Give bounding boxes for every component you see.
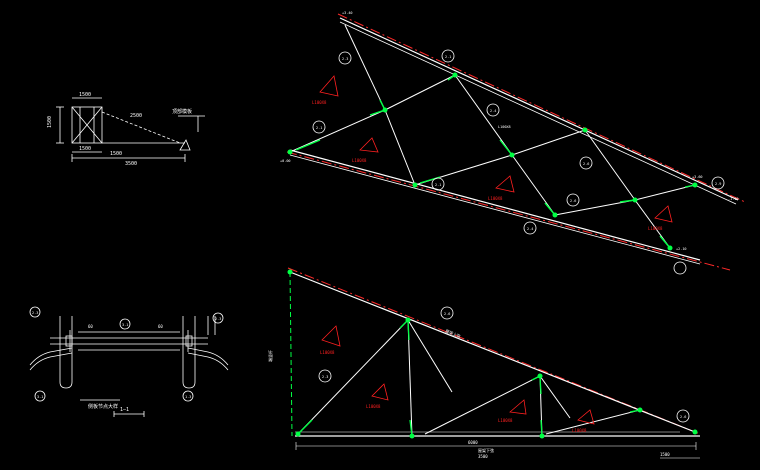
lower-top-label: 屋架上弦 (445, 327, 462, 339)
upper-bubble-label: 2.6 (583, 162, 589, 166)
key-dim-2: 1500 (47, 116, 53, 128)
upper-elev: +0.00 (280, 159, 291, 163)
lower-bubble-label: 2.6 (444, 312, 450, 316)
lower-dim: 3500 (478, 454, 488, 459)
upper-elev: +3.40 (342, 11, 353, 15)
lower-bubble (676, 409, 690, 423)
section-bubble-2 (119, 318, 131, 330)
section-bubble-4 (34, 390, 46, 402)
upper-callout-text: L100X8 (648, 226, 663, 231)
section-dim-1: 60 (88, 324, 93, 329)
section-bubble-4-label: 3.1 (37, 395, 43, 399)
lower-web (545, 409, 641, 435)
section-bubble-1-label: 2.3 (32, 311, 38, 315)
upper-bubble (312, 120, 326, 134)
upper-web (554, 199, 636, 216)
section-bubble-5 (182, 390, 194, 402)
upper-web (384, 74, 456, 111)
lower-web (297, 319, 409, 435)
lower-web (424, 375, 541, 435)
lower-bottom-label: 屋架下弦 (478, 447, 494, 453)
key-dim-5: 1500 (110, 151, 122, 157)
lower-side-label: 端竖杆 (267, 350, 273, 362)
upper-bubble-label: 2.3 (342, 57, 348, 61)
upper-callout-tri (654, 205, 673, 223)
upper-callout-text: L100X8 (312, 100, 327, 105)
lower-dim: 1500 (660, 452, 670, 457)
section-mark: 1—1 (120, 407, 129, 413)
lower-bubble-label: 2.6 (680, 415, 686, 419)
lower-bubble (440, 306, 454, 320)
upper-web (454, 74, 513, 156)
lower-callout-text: L100X8 (320, 350, 335, 355)
lower-callout-tri (371, 383, 389, 401)
truss-upper: 2.3 2.1 2.1 2.4 2.1 2.6 2.6 2.4 2.9 L100… (280, 11, 746, 275)
upper-bubble (441, 49, 455, 63)
section-bubble-3-label: 2.3 (215, 317, 221, 321)
section-title: 侧板节点大样 (88, 403, 118, 410)
key-plan-box (71, 106, 103, 144)
lower-end-post (289, 271, 293, 437)
key-dim-6: 3500 (125, 161, 137, 167)
section-bubble-1 (29, 306, 41, 318)
lower-callout-tri (321, 325, 341, 347)
lower-callout-tri (509, 399, 527, 415)
upper-bubble (523, 221, 537, 235)
upper-bubble (338, 51, 352, 65)
upper-bubble-label: 2.6 (570, 199, 576, 203)
upper-top-chord (339, 17, 739, 201)
key-dim-1: 1500 (79, 92, 91, 98)
lower-callout-tri (577, 409, 595, 425)
upper-bubble (431, 177, 445, 191)
upper-bubble (566, 193, 580, 207)
upper-bubble-label: 2.9 (715, 182, 721, 186)
upper-web (511, 129, 586, 156)
section-bubble-5-label: 1.3 (185, 395, 191, 399)
upper-callout-text: L100X8 (352, 158, 367, 163)
section-dim-2: 60 (158, 324, 163, 329)
lower-web (539, 375, 571, 419)
lower-dim: 6000 (468, 440, 478, 445)
lower-callout-text: L100X8 (498, 418, 513, 423)
upper-web (384, 109, 416, 186)
lower-bubble (318, 369, 332, 383)
lower-web (407, 319, 453, 393)
upper-bubble-label: 2.1 (316, 126, 322, 130)
key-dim-3: 1500 (79, 146, 91, 152)
upper-elev: +2.10 (676, 247, 687, 251)
lower-bubble-label: 2.3 (322, 375, 328, 379)
key-plan: 1500 1500 1500 2500 1500 3500 顶部模板 (47, 92, 205, 167)
upper-member-note: L100X8 (498, 125, 511, 129)
upper-bubble (673, 261, 687, 275)
upper-web (289, 109, 386, 153)
upper-elev: -1.10 (728, 197, 739, 201)
upper-callout-text: L100X8 (488, 196, 503, 201)
lower-callout-text: L100X8 (366, 404, 381, 409)
upper-bubble (711, 176, 725, 190)
upper-bubble-label: 2.4 (490, 109, 496, 113)
upper-web (634, 184, 696, 201)
lower-top-chord (289, 271, 696, 433)
upper-callout-tri (359, 137, 379, 153)
upper-bubble (579, 156, 593, 170)
section-detail: 2.3 3.1 2.3 3.1 1.3 侧板节点大样 1—1 60 60 (29, 306, 229, 417)
key-dim-4: 2500 (130, 113, 142, 119)
upper-callout-tri (495, 175, 515, 193)
lower-callout-text: L100X8 (572, 428, 587, 433)
upper-callout-tri (319, 75, 339, 97)
upper-web (344, 24, 386, 111)
section-bubble-3 (212, 312, 224, 324)
key-note: 顶部模板 (172, 108, 192, 115)
upper-web (584, 129, 636, 201)
upper-bubble (486, 103, 500, 117)
upper-web (511, 154, 556, 216)
truss-lower: 2.6 2.3 2.6 L100X8 L100X8 L100X8 L100X8 … (267, 267, 701, 459)
upper-elev: +3.60 (692, 175, 703, 179)
section-bubble-2-label: 3.1 (122, 323, 128, 327)
upper-bubble-label: 2.4 (527, 227, 533, 231)
upper-bubble-label: 2.1 (445, 55, 451, 59)
upper-bottom-chord (289, 149, 701, 261)
upper-bubble-label: 2.1 (435, 183, 441, 187)
